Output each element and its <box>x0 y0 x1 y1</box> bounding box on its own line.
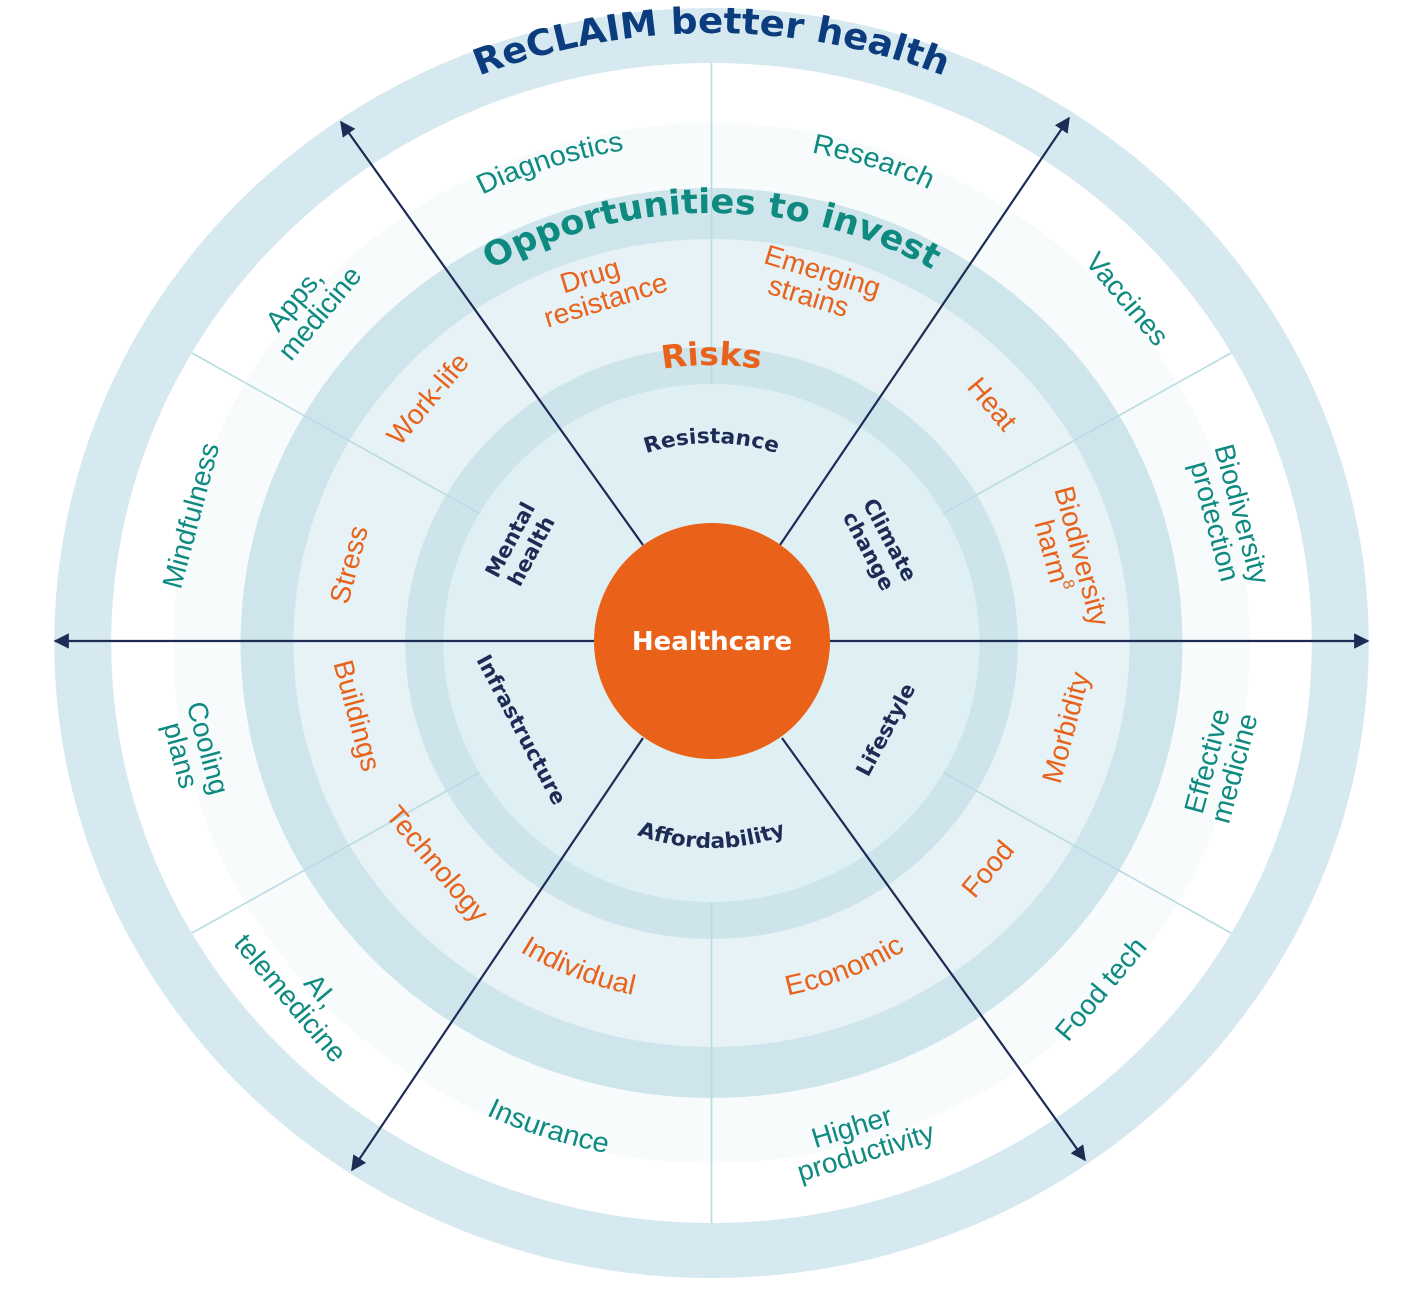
center-label: Healthcare <box>632 627 792 657</box>
arrow-up-right <box>779 116 1070 546</box>
arrow-down-right <box>781 737 1086 1162</box>
axis-arrows <box>53 116 1370 1172</box>
arrow-up-left <box>340 120 644 546</box>
arrow-down-left <box>351 737 644 1172</box>
center-circle <box>594 523 830 759</box>
sector-dividers <box>191 63 1232 1223</box>
risks-ring-title: Risks <box>659 335 765 376</box>
